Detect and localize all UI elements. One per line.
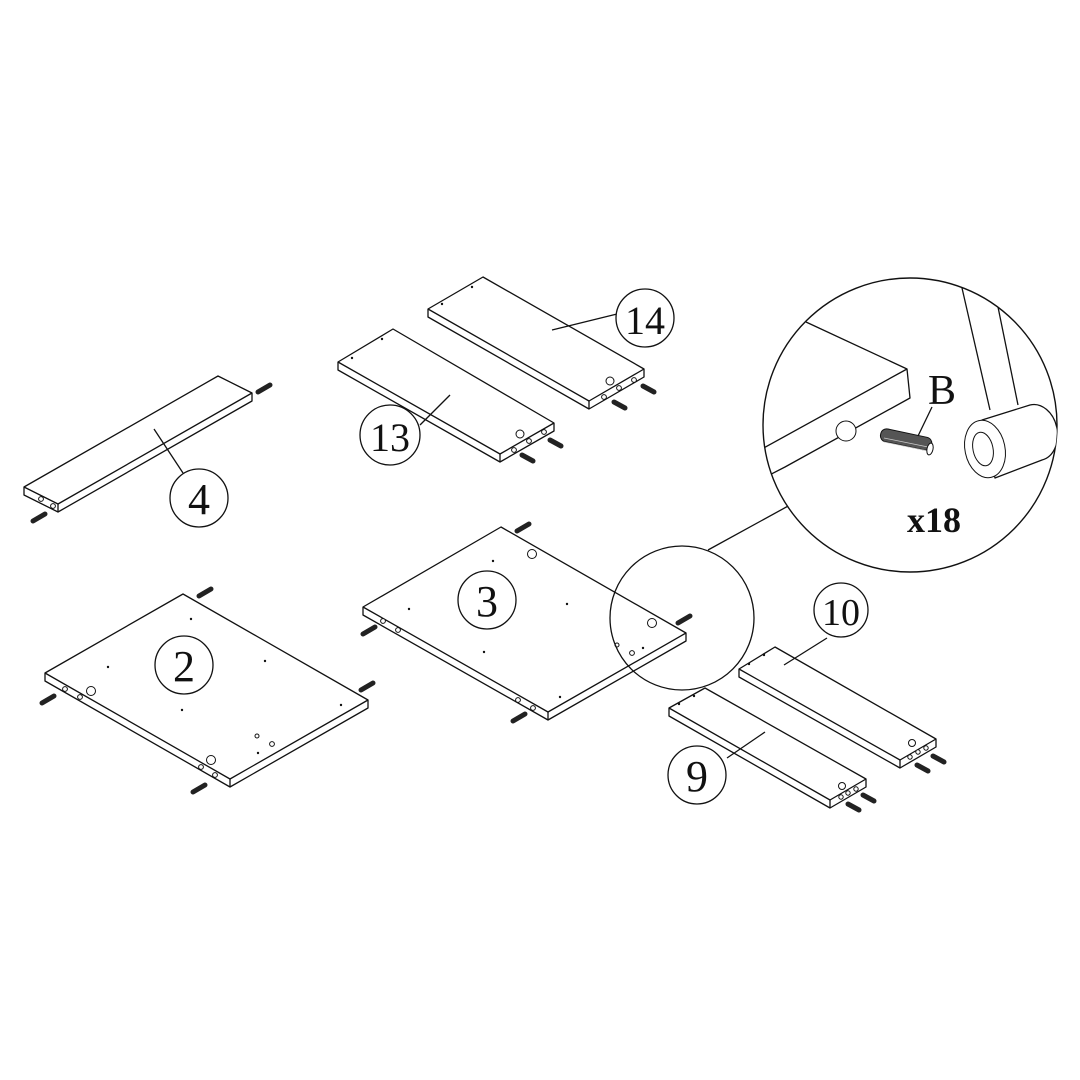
dowel-icon xyxy=(510,711,528,724)
dowel-icon xyxy=(640,383,657,395)
panel-part-4 xyxy=(23,375,273,524)
dowel-icon xyxy=(930,753,947,765)
part-label-10: 10 xyxy=(813,582,869,638)
dowel-icon xyxy=(845,801,862,813)
dowel-icon xyxy=(190,782,208,795)
panel-part-9 xyxy=(668,687,877,813)
wooden-dowel-icon xyxy=(879,428,934,456)
dowel-icon xyxy=(860,792,877,804)
dowel-icon xyxy=(611,399,628,411)
panel-part-14 xyxy=(427,276,657,411)
dowel-icon xyxy=(547,437,564,449)
panel-part-10 xyxy=(738,637,947,774)
panel-part-13 xyxy=(337,328,564,464)
part-number: 3 xyxy=(476,577,498,626)
dowel-icon xyxy=(914,762,931,774)
part-number: 10 xyxy=(822,592,860,634)
part-label-9: 9 xyxy=(667,745,727,805)
dowel-icon xyxy=(30,511,48,524)
part-label-2: 2 xyxy=(154,635,214,695)
cam-cylinder-icon xyxy=(964,403,1057,479)
dowel-icon xyxy=(519,452,536,464)
part-number: 9 xyxy=(686,752,708,801)
dowel-hole-icon xyxy=(835,420,857,442)
part-number: 2 xyxy=(173,642,195,691)
dowel-icon xyxy=(39,693,57,706)
part-label-3: 3 xyxy=(457,570,517,630)
part-label-14: 14 xyxy=(615,288,675,348)
dowel-icon xyxy=(358,680,376,693)
part-label-13: 13 xyxy=(359,404,421,466)
dowel-icon xyxy=(360,624,378,637)
dowel-icon xyxy=(514,521,532,534)
part-number: 4 xyxy=(188,475,210,524)
dowel-icon xyxy=(196,586,214,599)
part-number: 13 xyxy=(370,415,410,460)
detail-callout-source xyxy=(609,504,791,691)
detail-callout: B x18 xyxy=(762,277,1058,573)
panel-part-2 xyxy=(39,586,376,795)
dowel-icon xyxy=(255,382,273,395)
panel-part-3 xyxy=(360,521,693,724)
hardware-label: B xyxy=(928,368,956,414)
dowel-icon xyxy=(675,613,693,626)
part-label-4: 4 xyxy=(169,468,229,528)
part-number: 14 xyxy=(625,298,665,343)
hardware-quantity: x18 xyxy=(907,500,961,540)
